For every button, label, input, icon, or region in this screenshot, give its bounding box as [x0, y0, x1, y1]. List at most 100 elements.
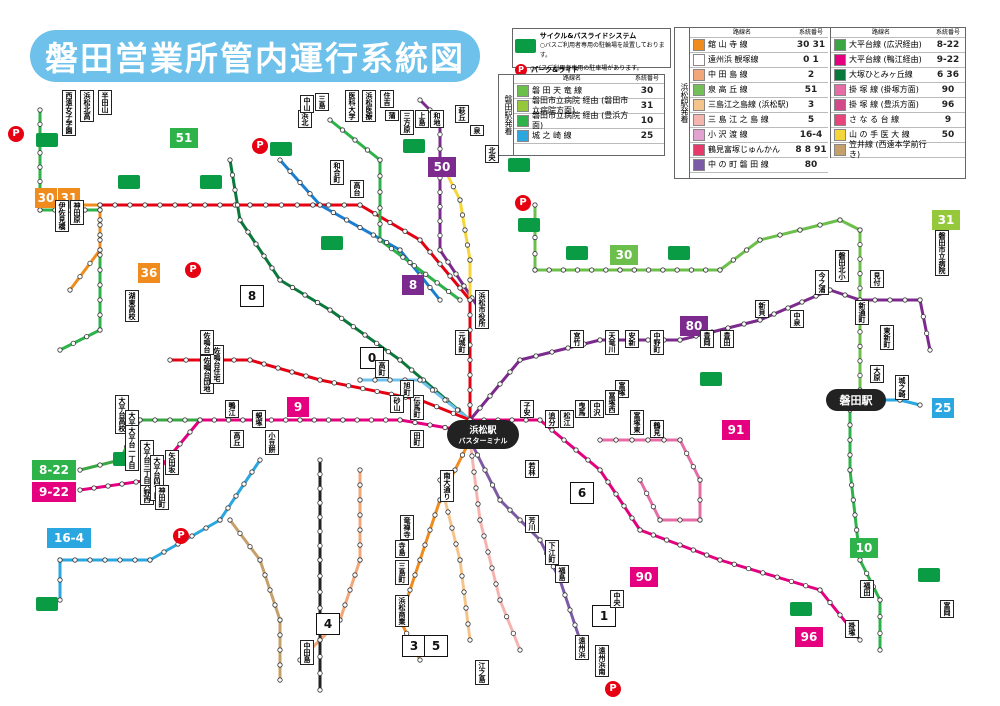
bus-stop-label[interactable]: 大原: [870, 365, 884, 383]
bus-stop-label[interactable]: 中沢: [590, 400, 604, 418]
bus-stop-dot: [342, 602, 348, 608]
bus-stop-label[interactable]: 高丘: [230, 430, 244, 448]
bus-stop-dot: [132, 557, 138, 563]
bus-stop-label[interactable]: 南大通り: [440, 470, 454, 502]
parking-icon: P: [252, 138, 268, 154]
bus-stop-label[interactable]: 中山: [300, 95, 314, 113]
bus-stop-label[interactable]: 砂山: [390, 395, 404, 413]
bus-stop-label[interactable]: 伊佐見橋: [55, 200, 69, 232]
bus-stop-label[interactable]: 見付: [870, 270, 884, 288]
bus-stop-label[interactable]: 神田原: [70, 200, 84, 225]
bus-stop-dot: [233, 493, 239, 499]
bus-stop-label[interactable]: 高町: [375, 360, 389, 378]
bus-stop-dot: [97, 312, 103, 318]
route-color-swatch: [517, 100, 529, 112]
bus-stop-label[interactable]: 蒲: [385, 110, 399, 121]
bus-stop-label[interactable]: 掛塚: [845, 620, 859, 638]
bus-stop-label[interactable]: 三島町: [395, 560, 409, 585]
bus-stop-label[interactable]: 江之島: [475, 660, 489, 685]
iwata-station[interactable]: 磐田駅: [826, 389, 886, 411]
bus-stop-label[interactable]: 住吉: [380, 90, 394, 108]
bus-stop-label[interactable]: 子安: [520, 400, 534, 418]
bus-stop-label[interactable]: 安新: [625, 330, 639, 348]
bus-stop-label[interactable]: 和合町: [330, 160, 344, 185]
route-number-tag: 8: [402, 275, 424, 295]
bus-stop-label[interactable]: 鶴見: [650, 420, 664, 438]
bus-stop-label[interactable]: 中泉: [790, 310, 804, 328]
bus-stop-label[interactable]: 萩丘: [455, 105, 469, 123]
bus-stop-label[interactable]: 小豆餅: [265, 430, 279, 455]
bus-stop-label[interactable]: 城之崎: [895, 375, 909, 400]
bus-stop-label[interactable]: 新通町: [855, 300, 869, 325]
bus-stop-label[interactable]: 浜松商業: [395, 595, 409, 627]
bus-stop-label[interactable]: 鴨江: [225, 400, 239, 418]
bus-stop-label[interactable]: 半田山: [98, 90, 112, 115]
bus-stop-label[interactable]: 新貝: [755, 300, 769, 318]
bus-stop-dot: [857, 557, 863, 563]
bus-stop-label[interactable]: 中田島: [300, 640, 314, 665]
legend-hm-left-row: 三島江之島線 (浜松駅)3: [690, 98, 828, 113]
bus-stop-label[interactable]: 三島: [315, 93, 329, 111]
bus-stop-label[interactable]: 松江: [560, 410, 574, 428]
bus-stop-label[interactable]: 神田町: [155, 485, 169, 510]
bus-stop-dot: [374, 388, 380, 395]
parking-icon: P: [605, 681, 621, 697]
bus-stop-label[interactable]: 伝馬町: [410, 395, 424, 420]
bus-stop-label[interactable]: 浜北: [298, 110, 312, 128]
bus-stop-label[interactable]: 福島: [555, 565, 569, 583]
bus-stop-label[interactable]: 遠州浜南: [595, 645, 609, 677]
bus-stop-label[interactable]: 冨塚西: [605, 390, 619, 415]
bus-stop-label[interactable]: 西遠女子学園: [62, 90, 76, 136]
bus-stop-label[interactable]: 富塚東: [630, 410, 644, 435]
bus-stop-label[interactable]: 曳馬: [575, 400, 589, 418]
bicycle-icon: [36, 597, 58, 611]
bus-stop-label[interactable]: 磐田市立病院: [935, 230, 949, 276]
bus-stop-label[interactable]: 東新町: [880, 325, 894, 350]
bus-stop-label[interactable]: 富岡: [940, 600, 954, 618]
bus-stop-dot: [37, 164, 43, 170]
bus-stop-label[interactable]: 医科大学: [345, 90, 359, 122]
bus-stop-dot: [127, 202, 133, 208]
bus-stop-dot: [497, 381, 503, 387]
bus-stop-label[interactable]: 竜禅寺: [400, 515, 414, 540]
route-name: 磐田市立病院 経由 (磐田市立病院方面): [532, 96, 629, 115]
bus-stop-label[interactable]: 田町: [410, 430, 424, 448]
bus-stop-label[interactable]: 矢田坂: [165, 450, 179, 475]
bus-stop-label[interactable]: 若林: [525, 460, 539, 478]
hamamatsu-station-label: 浜松駅: [469, 426, 497, 436]
bus-stop-label[interactable]: 寺島: [395, 540, 409, 558]
bus-stop-label[interactable]: 旭町: [400, 380, 414, 398]
bus-stop-label[interactable]: 北央: [485, 145, 499, 163]
bus-stop-label[interactable]: 遠州浜: [575, 635, 589, 660]
hamamatsu-station[interactable]: 浜松駅 バスターミナル: [447, 420, 519, 449]
bus-stop-label[interactable]: 浜松医療: [362, 90, 376, 122]
bus-stop-label[interactable]: 豊岡: [700, 330, 714, 348]
bus-stop-label[interactable]: 浜松市役所: [475, 290, 489, 329]
bus-stop-label[interactable]: 天竜川: [605, 330, 619, 355]
bus-stop-label[interactable]: 福田: [860, 580, 874, 598]
bus-stop-label[interactable]: 宮竹: [570, 330, 584, 348]
bus-stop-label[interactable]: 追分: [545, 410, 559, 428]
bus-stop-label[interactable]: 大平台一丁目: [125, 425, 139, 471]
bus-stop-label[interactable]: 芳川: [525, 515, 539, 533]
bus-stop-label[interactable]: 中央: [610, 590, 624, 608]
bus-stop-label[interactable]: 佐鳴台: [200, 330, 214, 355]
bus-stop-label[interactable]: 今之浦: [815, 270, 829, 295]
bus-stop-label[interactable]: 下江町: [545, 540, 559, 565]
bus-stop-label[interactable]: 泉: [470, 125, 484, 136]
bus-stop-label[interactable]: 磐田北小: [835, 250, 849, 282]
legend-park-note: ○バスご利用者専用の駐車場があります。: [530, 65, 643, 72]
bus-stop-label[interactable]: 豊田: [720, 330, 734, 348]
bus-stop-label[interactable]: 高台: [350, 180, 364, 198]
bus-stop-label[interactable]: 元城町: [455, 330, 469, 355]
bus-stop-dot: [482, 467, 488, 473]
bus-stop-label[interactable]: 湖東高校: [125, 290, 139, 322]
bus-stop-dot: [412, 419, 418, 426]
bus-stop-label[interactable]: 上島: [415, 110, 429, 128]
bus-stop-label[interactable]: 蜆塚: [252, 410, 266, 428]
bus-stop-dot: [621, 503, 627, 509]
bus-stop-label[interactable]: 浜松北高: [80, 90, 94, 122]
bus-stop-label[interactable]: 中野町: [650, 330, 664, 355]
bus-stop-label[interactable]: 三方原: [400, 110, 414, 135]
bus-stop-label[interactable]: 和地: [430, 110, 444, 128]
